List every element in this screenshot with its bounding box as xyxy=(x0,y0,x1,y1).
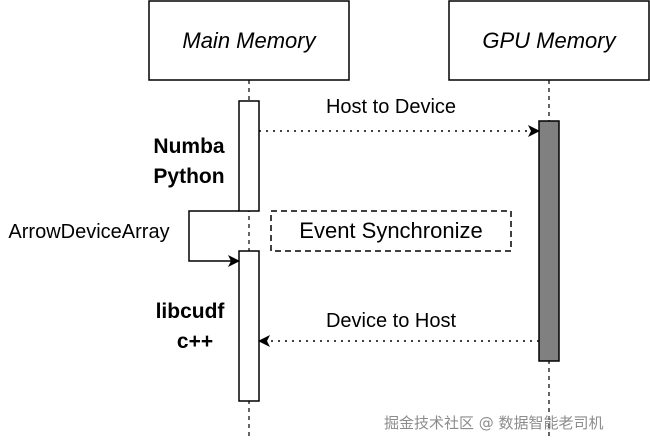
libcudf-label: libcudf xyxy=(156,300,226,323)
numba-activation-bar xyxy=(238,100,260,212)
event-synchronize-label: Event Synchronize xyxy=(299,218,482,243)
event-synchronize-note xyxy=(270,210,512,252)
gpu-activation-bar xyxy=(538,120,560,362)
arrow-device-array-label: ArrowDeviceArray xyxy=(8,221,169,243)
python-label: Python xyxy=(153,165,224,188)
participant-gpu-memory: GPU Memory xyxy=(448,0,650,81)
arrow-device-array-label-bg xyxy=(0,218,178,244)
arrow-device-array-self-call-arrow xyxy=(188,210,240,267)
numba-label: Numba xyxy=(153,135,224,158)
gpu-memory-label: GPU Memory xyxy=(482,28,617,53)
device-to-host-label: Device to Host xyxy=(326,310,456,332)
main-memory-label: Main Memory xyxy=(182,28,317,53)
cpp-label: c++ xyxy=(177,330,213,353)
host-to-device-label: Host to Device xyxy=(326,96,456,118)
libcudf-activation-bar xyxy=(238,250,260,402)
watermark-text: 掘金技术社区 @ 数据智能老司机 xyxy=(384,414,604,432)
participant-main-memory: Main Memory xyxy=(148,0,350,81)
